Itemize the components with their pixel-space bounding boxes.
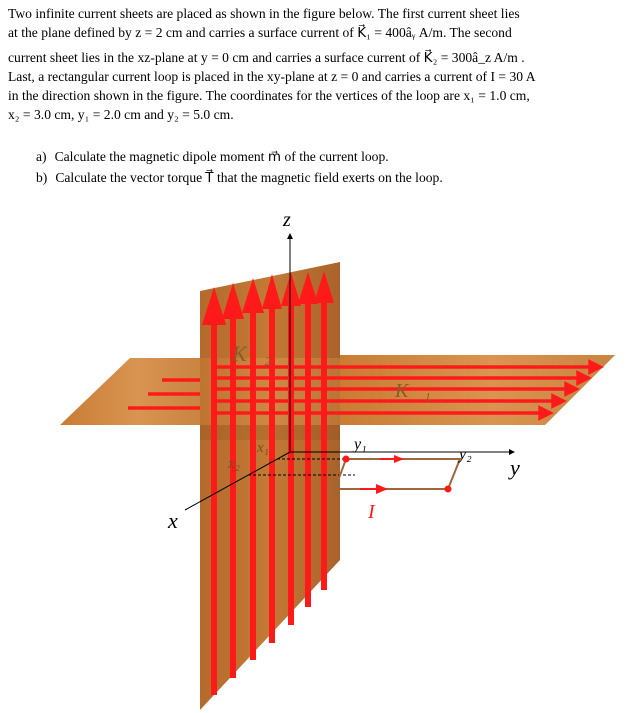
- axis-y-label: y: [508, 455, 520, 480]
- axis-x-label: x: [167, 508, 178, 533]
- axes: [184, 233, 515, 511]
- k1-arrow-head: [564, 381, 580, 397]
- loop-rectangle: [333, 458, 462, 490]
- question-a-text: Calculate the magnetic dipole moment m⃗ …: [54, 149, 389, 164]
- problem-line-1: Two infinite current sheets are placed a…: [8, 6, 520, 21]
- k1-arrow-head: [588, 359, 604, 375]
- current-label: I: [367, 501, 376, 523]
- y2-label: y₂: [457, 446, 472, 463]
- k1-arrow-head: [576, 370, 592, 386]
- question-a: a) Calculate the magnetic dipole moment …: [36, 146, 443, 167]
- problem-line-6: x₂ = 3.0 cm, y₁ = 2.0 cm and y₂ = 5.0 cm…: [8, 107, 234, 122]
- loop-vertex-dot: [444, 485, 452, 493]
- problem-line-5: in the direction shown in the figure. Th…: [8, 88, 530, 103]
- horizontal-sheet-left: [60, 358, 200, 425]
- x1-label: x₁: [256, 440, 269, 456]
- axis-z-label: z: [282, 209, 291, 231]
- question-b-text: Calculate the vector torque T⃗ that the …: [55, 170, 443, 185]
- current-sheets-figure: z y x K⃗₂ K⃗₁ x₁ x₂ y₁ y₂ I: [60, 209, 615, 710]
- problem-line-4: Last, a rectangular current loop is plac…: [8, 69, 536, 84]
- question-a-marker: a): [36, 149, 47, 164]
- k1-arrows-left: [128, 378, 200, 410]
- k1-label: K⃗₁: [394, 380, 431, 402]
- loop-arrow-bottom: [376, 484, 388, 494]
- current-loop: [333, 455, 462, 494]
- question-b-marker: b): [36, 170, 48, 185]
- x-axis: [184, 451, 291, 511]
- question-b: b) Calculate the vector torque T⃗ that t…: [36, 167, 443, 188]
- k1-arrow-head: [551, 393, 567, 409]
- problem-line-3: current sheet lies in the xz-plane at y …: [8, 50, 525, 65]
- x2-label: x₂: [227, 456, 240, 472]
- y1-label: y₁: [352, 436, 367, 453]
- problem-statement: Two infinite current sheets are placed a…: [8, 4, 634, 124]
- k2-label: K⃗₂: [231, 341, 272, 366]
- k2-arrows-upper: [211, 296, 327, 440]
- question-list: a) Calculate the magnetic dipole moment …: [36, 146, 443, 188]
- loop-vertex-dot: [342, 455, 350, 463]
- problem-line-2: at the plane defined by z = 2 cm and car…: [8, 25, 512, 40]
- k1-arrow-head: [538, 405, 554, 421]
